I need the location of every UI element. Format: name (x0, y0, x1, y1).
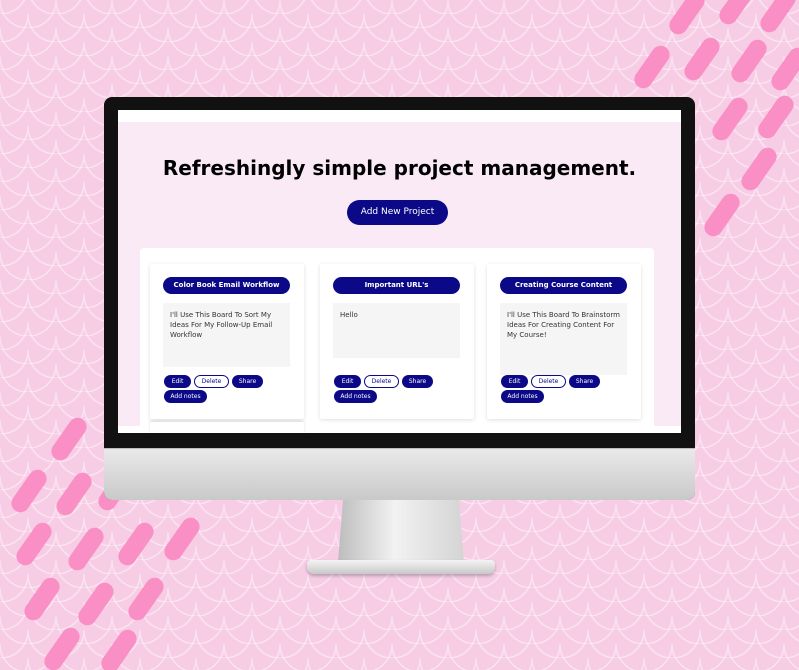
stripe (52, 469, 96, 519)
next-project-card-edge (150, 422, 304, 433)
stripe (630, 42, 674, 92)
add-notes-button[interactable]: Add notes (501, 390, 544, 403)
stripe (767, 44, 799, 94)
project-card: Creating Course Content I'll Use This Bo… (487, 264, 641, 419)
stripe (97, 626, 141, 670)
stripe (47, 414, 91, 464)
stripe (114, 519, 158, 569)
stripe (715, 0, 759, 28)
stripe (708, 94, 752, 144)
add-new-project-button[interactable]: Add New Project (347, 200, 448, 225)
monitor-chin (104, 448, 695, 500)
stripe (124, 574, 168, 624)
stripe (680, 34, 724, 84)
add-notes-button[interactable]: Add notes (334, 390, 377, 403)
card-title: Creating Course Content (500, 277, 627, 294)
share-button[interactable]: Share (402, 375, 433, 388)
delete-button[interactable]: Delete (531, 375, 566, 388)
share-button[interactable]: Share (569, 375, 600, 388)
delete-button[interactable]: Delete (364, 375, 399, 388)
edit-button[interactable]: Edit (164, 375, 191, 388)
stripe (754, 92, 798, 142)
monitor-screen: Refreshingly simple project management. … (118, 110, 681, 433)
stripe (12, 519, 56, 569)
card-description: Hello (333, 303, 460, 358)
delete-button[interactable]: Delete (194, 375, 229, 388)
page-headline: Refreshingly simple project management. (162, 156, 637, 180)
stripe (64, 524, 108, 574)
edit-button[interactable]: Edit (501, 375, 528, 388)
card-title: Color Book Email Workflow (163, 277, 290, 294)
project-board: Color Book Email Workflow I'll Use This … (140, 248, 654, 433)
card-description: I'll Use This Board To Brainstorm Ideas … (500, 303, 627, 375)
stripe (40, 624, 84, 670)
project-card: Important URL's Hello Edit Delete Share … (320, 264, 474, 419)
project-card: Color Book Email Workflow I'll Use This … (150, 264, 304, 419)
card-title: Important URL's (333, 277, 460, 294)
stripe (737, 144, 781, 194)
stripe (756, 0, 799, 36)
stripe (20, 574, 64, 624)
stripe (727, 36, 771, 86)
monitor-stand-base (307, 560, 495, 574)
edit-button[interactable]: Edit (334, 375, 361, 388)
stripe (74, 579, 118, 629)
monitor-stand-neck (338, 500, 464, 562)
stripe (665, 0, 709, 38)
add-notes-button[interactable]: Add notes (164, 390, 207, 403)
stripe (700, 190, 744, 240)
stripe (7, 466, 51, 516)
stripe (160, 514, 204, 564)
card-description: I'll Use This Board To Sort My Ideas For… (163, 303, 290, 367)
share-button[interactable]: Share (232, 375, 263, 388)
app-page: Refreshingly simple project management. … (118, 122, 681, 433)
